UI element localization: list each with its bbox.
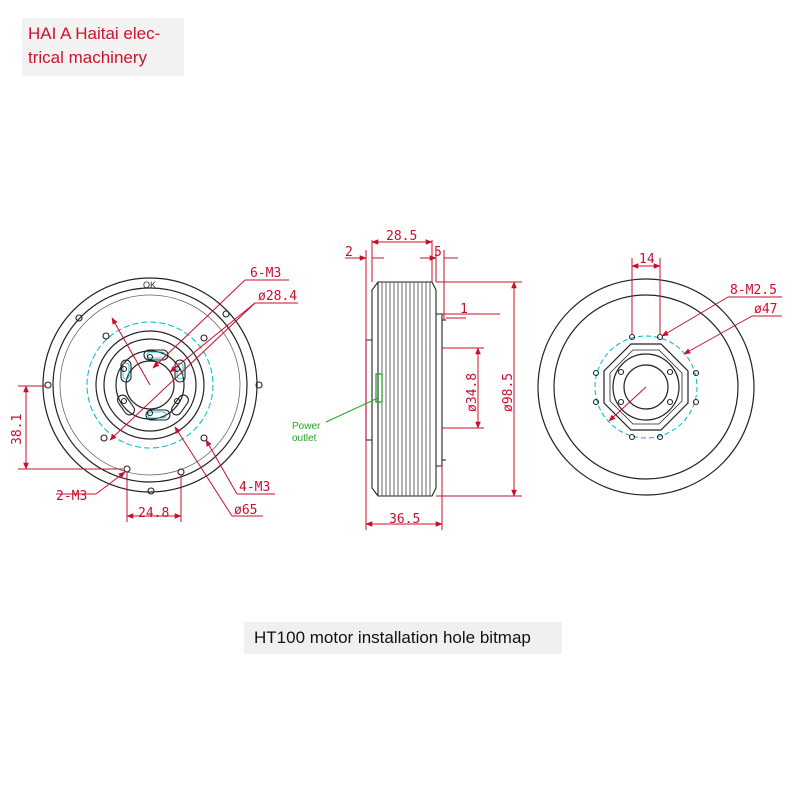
side-label-dia-34-8: ø34.8 [465,373,480,412]
front-holes [44,310,263,495]
front-face-ring [59,294,241,476]
front-label-4m3: 4-M3 [239,480,270,495]
front-hub-ring [115,350,185,420]
brand-line-2: trical machinery [28,48,148,67]
front-outer-rim [42,277,258,493]
front-label-6m3: 6-M3 [250,266,281,281]
rear-outer-rim [537,278,755,496]
rear-view [537,278,755,496]
side-rear-flange [436,313,443,467]
front-label-dia-28-4: ø28.4 [258,289,297,304]
front-label-2m3: 2-M3 [56,489,87,504]
side-callout-outlet: outlet [292,433,317,444]
side-label-2: 2 [345,245,353,260]
front-boss-inner [103,338,197,432]
side-label-dia-98-5: ø98.5 [501,373,516,412]
front-view [42,277,263,495]
front-pcd-circle [86,321,214,449]
front-outer-rim-inner [52,287,248,483]
side-cooling-fins [381,282,431,496]
drawing-caption: HT100 motor installation hole bitmap [244,622,562,654]
rear-holes [592,333,700,441]
rear-flange-octagon [603,343,689,431]
side-outer-body [371,281,437,497]
side-front-flange [365,339,372,441]
side-dimensions [345,239,522,530]
rear-bore [623,364,669,410]
side-label-28-5: 28.5 [386,229,417,244]
side-view [365,281,446,497]
rear-face-ring [553,294,739,480]
brand-label: HAI A Haitai elec- trical machinery [22,18,184,76]
front-label-24-8: 24.8 [138,506,169,521]
side-label-36-5: 36.5 [389,512,420,527]
front-label-dia-65: ø65 [234,503,257,518]
rear-pcd-circle [594,335,698,439]
rear-hub-ring [612,353,680,421]
side-callout-line [325,397,379,423]
front-dimensions [18,279,298,522]
brand-line-1: HAI A Haitai elec- [28,24,161,43]
side-label-5: 5 [434,245,442,260]
rear-label-dia-47: ø47 [754,302,777,317]
front-boss-outer [95,330,205,440]
rear-dimensions [608,258,782,422]
side-label-1: 1 [460,302,468,317]
rear-label-8m2-5: 8-M2.5 [730,283,777,298]
side-callout-power: Power [292,421,321,432]
front-label-38-1: 38.1 [10,414,25,445]
front-stamp-ok: OK [143,280,156,290]
rear-label-14: 14 [639,252,655,267]
front-bore [125,360,175,410]
side-power-outlet [375,373,383,403]
rear-flange-inner [609,349,683,425]
